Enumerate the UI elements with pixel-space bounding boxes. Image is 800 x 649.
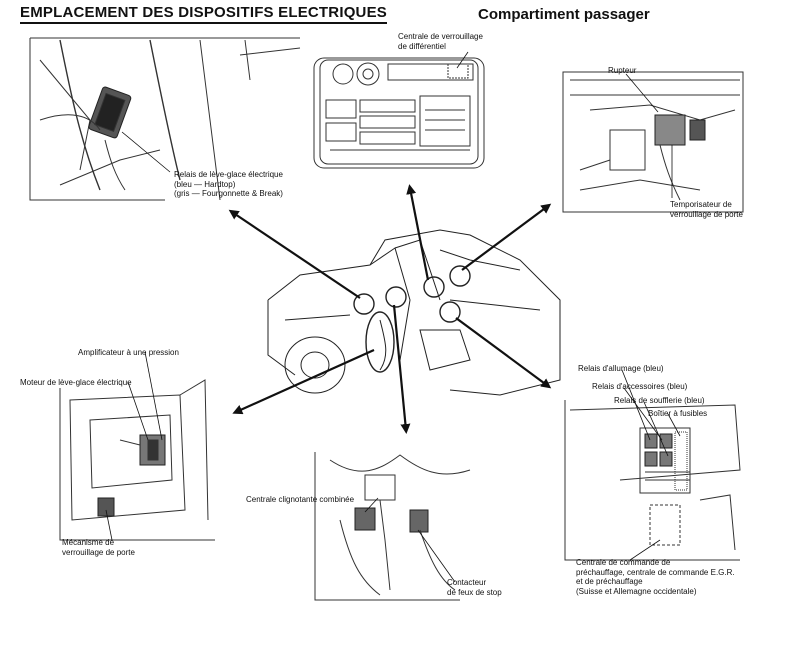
panel-differential-lock [313, 57, 485, 169]
page-subtitle: Compartiment passager [478, 6, 650, 23]
label-one-touch-amplifier: Amplificateur à une pression [78, 348, 179, 357]
label-accessory-relay: Relais d'accessoires (bleu) [592, 382, 688, 391]
label-combination-flasher: Centrale clignotante combinée [246, 495, 355, 504]
panel-steering-column [314, 452, 471, 601]
label-rupteur: Rupteur [608, 66, 637, 75]
panel-rupteur [562, 71, 744, 213]
label-window-relay: Relais de lève-glace électrique(bleu — H… [174, 170, 283, 198]
panel-fuse-box [564, 400, 741, 561]
label-ignition-relay: Relais d'allumage (bleu) [578, 364, 664, 373]
page-title: EMPLACEMENT DES DISPOSITIFS ELECTRIQUES [20, 4, 388, 24]
label-window-motor: Moteur de lève-glace électrique [20, 378, 132, 387]
panel-window-relay [29, 37, 301, 201]
label-fuse-box: Boîtier à fusibles [648, 409, 708, 418]
label-blower-relay: Relais de soufflerie (bleu) [614, 396, 705, 405]
panel-door [59, 379, 215, 541]
pointer-arrows [228, 184, 552, 434]
leader-lines [105, 51, 681, 583]
car-illustration [267, 229, 561, 396]
